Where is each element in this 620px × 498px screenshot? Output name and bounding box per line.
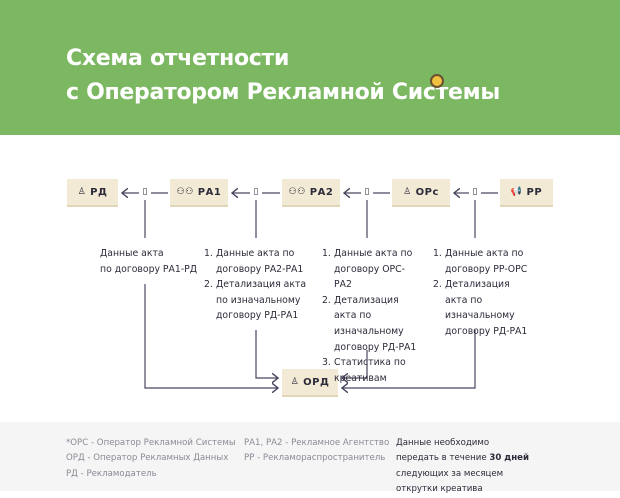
node-ra1: ⚇⚇РА1	[170, 179, 228, 207]
document-icon: ▯	[470, 187, 480, 197]
desc-item: 1.Данные акта по договору РА2-РА1	[204, 246, 314, 277]
node-rr: 📢РР	[500, 179, 553, 207]
item-number: 1.	[204, 248, 213, 259]
legend-item: РР - Рекламораспространитель	[244, 453, 386, 464]
desc-item: 1.Данные акта по договору РР-ОРС	[433, 246, 533, 277]
legend-item: РА1, РА2 - Рекламное Агентство	[244, 438, 390, 448]
person-icon: ♙	[77, 187, 87, 197]
node-label: РР	[526, 186, 543, 198]
note-text: Данные необходимо передать в течение	[396, 438, 490, 464]
item-text: Статистика по креативам	[334, 357, 406, 384]
item-number: 3.	[322, 357, 331, 369]
description-ors: 1.Данные акта по договору РР-ОРС 2.Детал…	[433, 246, 533, 340]
desc-line: Данные акта	[100, 248, 164, 259]
legend-column-1: *ОРС - Оператор Рекламной Системы ОРД - …	[66, 436, 236, 482]
item-number: 2.	[433, 279, 442, 291]
item-number: 1.	[322, 248, 331, 259]
description-ra1: 1.Данные акта по договору РА2-РА1 2.Дета…	[204, 246, 314, 324]
item-text: Данные акта по договору РА2-РА1	[216, 248, 304, 275]
legend-item: *ОРС - Оператор Рекламной Системы	[66, 438, 236, 448]
megaphone-icon: 📢	[510, 187, 523, 197]
group-icon: ⚇⚇	[176, 187, 194, 197]
page-title: Схема отчетности с Оператором Рекламной …	[66, 42, 500, 110]
title-line-2: с Оператором Рекламной Системы	[66, 80, 500, 105]
legend-column-2: РА1, РА2 - Рекламное Агентство РР - Рекл…	[244, 436, 389, 467]
item-number: 2.	[204, 279, 213, 291]
node-ord: ♙ОРД	[282, 369, 338, 397]
person-icon: ♙	[403, 187, 412, 197]
node-ors: ♙ОРс	[392, 179, 450, 207]
desc-item: 2.Детализация акта по изначальному догов…	[322, 293, 422, 355]
document-icon: ▯	[362, 187, 372, 197]
person-icon: ♙	[290, 377, 300, 387]
description-rd: Данные акта по договору РА1-РД	[100, 246, 197, 277]
node-label: ОРД	[303, 376, 330, 388]
deadline-note: Данные необходимо передать в течение 30 …	[396, 436, 532, 498]
item-text: Детализация акта по изначальному договор…	[445, 279, 528, 337]
document-icon: ▯	[251, 187, 261, 197]
item-text: Данные акта по договору РР-ОРС	[445, 248, 528, 275]
group-icon: ⚇⚇	[288, 187, 306, 197]
node-ra2: ⚇⚇РА2	[282, 179, 340, 207]
legend-item: ОРД - Оператор Рекламных Данных	[66, 453, 229, 464]
title-line-1: Схема отчетности	[66, 46, 290, 71]
description-ra2: 1.Данные акта по договору ОРС-РА2 2.Дета…	[322, 246, 422, 386]
node-rd: ♙РД	[67, 179, 118, 207]
desc-item: 2.Детализация акта по изначальному догов…	[433, 277, 533, 339]
header-banner: Схема отчетности с Оператором Рекламной …	[0, 0, 620, 135]
desc-item: 2.Детализация акта по изначальному догов…	[204, 277, 314, 324]
note-text: следующих за месяцем открутки креатива	[396, 468, 504, 495]
desc-item: 1.Данные акта по договору ОРС-РА2	[322, 246, 422, 293]
node-label: РА2	[309, 186, 334, 198]
desc-line: по договору РА1-РД	[100, 263, 198, 275]
item-text: Детализация акта по изначальному договор…	[216, 279, 307, 322]
sparkle-icon	[430, 74, 444, 88]
node-label: РА1	[197, 186, 222, 198]
item-text: Данные акта по договору ОРС-РА2	[334, 248, 413, 291]
item-number: 2.	[322, 294, 331, 306]
node-label: ОРс	[415, 186, 439, 198]
note-highlight: 30 дней	[489, 453, 530, 464]
document-icon: ▯	[140, 187, 150, 197]
item-number: 1.	[433, 248, 442, 259]
item-text: Детализация акта по изначальному договор…	[334, 294, 417, 353]
legend-item: РД - Рекламодатель	[66, 468, 157, 479]
node-label: РД	[90, 186, 108, 198]
footer	[0, 422, 620, 491]
desc-item: 3.Статистика по креативам	[322, 355, 422, 386]
